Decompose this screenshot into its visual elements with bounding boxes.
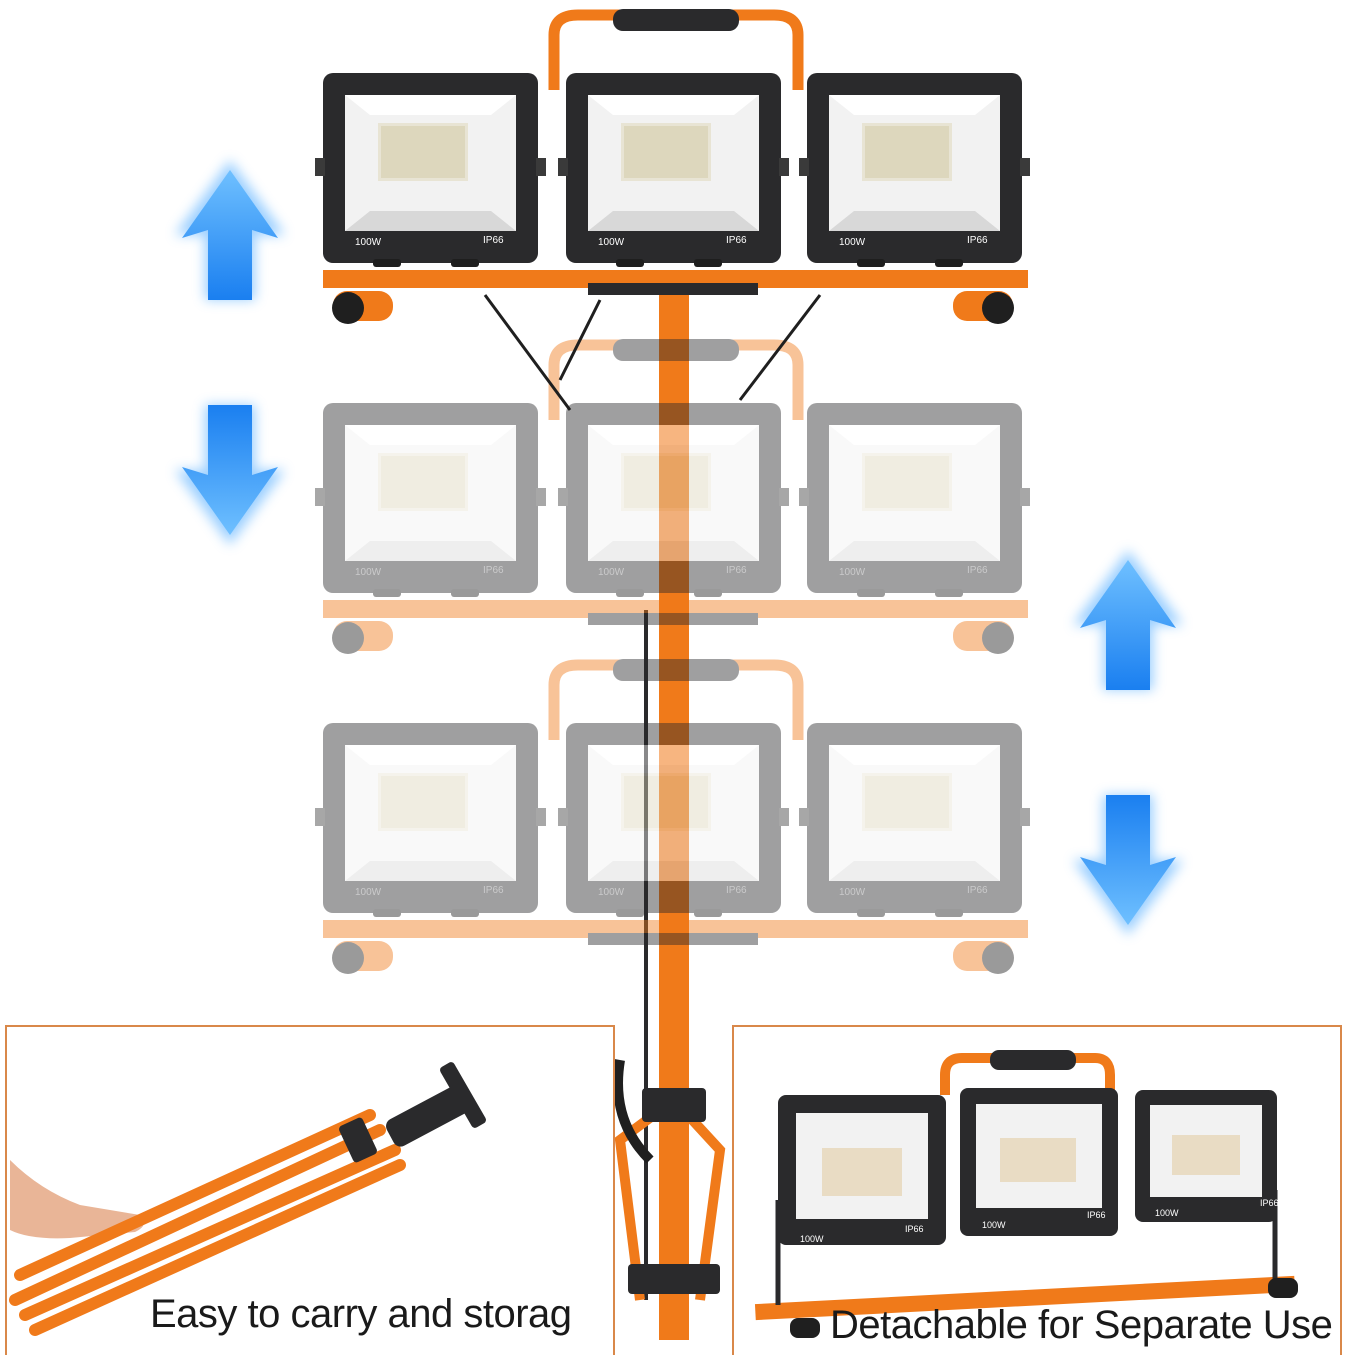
caption-detachable: Detachable for Separate Use	[830, 1303, 1333, 1347]
power-cables	[483, 294, 822, 411]
lamp-rating-label: IP66	[1260, 1198, 1279, 1208]
lamp-power-label: 100W	[355, 887, 382, 898]
lamp-power-label: 100W	[839, 237, 866, 248]
lamp-tier-top	[315, 9, 1030, 324]
lamp-rating-label: IP66	[726, 885, 747, 896]
caption-easy-to-carry: Easy to carry and storag	[150, 1292, 572, 1336]
lamp-power-label: 100W	[598, 237, 625, 248]
lamp-power-label: 100W	[839, 887, 866, 898]
feature-panel-portable	[5, 1025, 615, 1355]
lamp-rating-label: IP66	[483, 885, 504, 896]
lamp-power-label: 100W	[355, 237, 382, 248]
lamp-rating-label: IP66	[726, 235, 747, 246]
height-adjust-left-icon	[175, 160, 285, 545]
lamp-power-label: 100W	[982, 1220, 1006, 1230]
lamp-rating-label: IP66	[967, 565, 988, 576]
folded-tripod-illustration	[9, 1062, 486, 1336]
lamp-power-label: 100W	[598, 567, 625, 578]
tripod-base	[613, 1059, 726, 1301]
lamp-power-label: 100W	[839, 567, 866, 578]
lamp-rating-label: IP66	[483, 565, 504, 576]
lamp-rating-label: IP66	[905, 1224, 924, 1234]
lamp-power-label: 100W	[355, 567, 382, 578]
lamp-power-label: 100W	[800, 1234, 824, 1244]
lamp-power-label: 100W	[598, 887, 625, 898]
lamp-rating-label: IP66	[967, 885, 988, 896]
lamp-power-label: 100W	[1155, 1208, 1179, 1218]
lamp-rating-label: IP66	[726, 565, 747, 576]
lamp-rating-label: IP66	[483, 235, 504, 246]
height-adjust-right-icon	[1073, 550, 1183, 935]
feature-panel-detachable	[732, 1025, 1342, 1355]
lamp-rating-label: IP66	[1087, 1210, 1106, 1220]
lamp-rating-label: IP66	[967, 235, 988, 246]
detachable-lamp-set-illustration	[754, 1050, 1298, 1338]
